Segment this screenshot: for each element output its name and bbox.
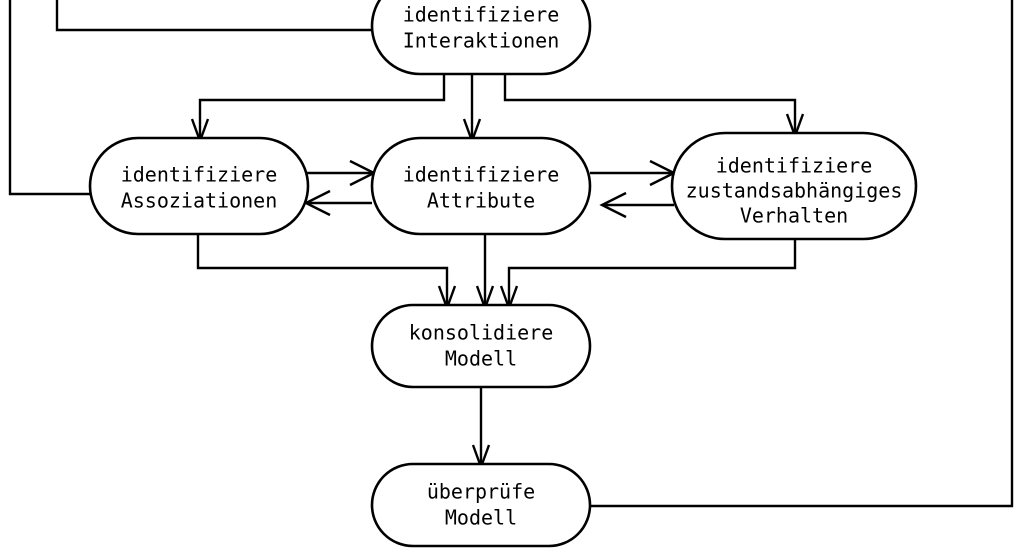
- edge-konsolidiere-to-ueberpruefe: [471, 387, 491, 471]
- edge-attribute-to-konsolidiere: [475, 233, 495, 312]
- node-label-line-2: zustandsabhängiges: [686, 179, 903, 203]
- node-label-line-2: Modell: [445, 347, 517, 371]
- node-label-line-1: identifiziere: [121, 163, 278, 187]
- node-label-line-1: überprüfe: [427, 480, 535, 504]
- node-label-line-2: Attribute: [427, 189, 535, 213]
- node-ueberpruefe-modell[interactable]: überprüfe Modell: [370, 462, 592, 548]
- edge-interaktionen-to-assoziationen: [190, 74, 446, 145]
- node-label-line-2: Modell: [445, 506, 517, 530]
- edge-attribute-verhalten-right: [590, 159, 677, 187]
- edge-attribute-assoziationen-left: [303, 189, 372, 217]
- edge-layer: [8, 0, 1014, 508]
- node-label-line-2: Assoziationen: [121, 189, 278, 213]
- node-identifiziere-zustandsabhaengiges-verhalten[interactable]: identifiziere zustandsabhängiges Verhalt…: [670, 131, 918, 241]
- edge-verhalten-attribute-left: [599, 191, 674, 219]
- node-label-line-1: konsolidiere: [409, 321, 554, 345]
- edge-interaktionen-to-verhalten: [503, 74, 805, 140]
- node-label-line-1: identifiziere: [716, 154, 873, 178]
- edge-verhalten-to-konsolidiere: [499, 238, 797, 312]
- node-label-line-1: identifiziere: [403, 163, 560, 187]
- node-label-line-2: Interaktionen: [403, 29, 560, 53]
- edge-ueberpruefe-feedback-right: [590, 0, 1014, 508]
- edge-interaktionen-to-attribute: [462, 74, 482, 145]
- node-label-line-3: Verhalten: [740, 204, 848, 228]
- edge-interaktionen-feedback-left: [55, 0, 374, 32]
- edge-assoziationen-to-konsolidiere: [196, 233, 457, 312]
- node-identifiziere-interaktionen[interactable]: identifiziere Interaktionen: [370, 0, 592, 76]
- node-konsolidiere-modell[interactable]: konsolidiere Modell: [370, 303, 592, 389]
- node-identifiziere-attribute[interactable]: identifiziere Attribute: [370, 136, 592, 236]
- node-label-line-1: identifiziere: [403, 3, 560, 27]
- node-layer: identifiziere Interaktionen identifizier…: [88, 0, 918, 548]
- edge-assoziationen-feedback-left: [8, 0, 92, 196]
- node-identifiziere-assoziationen[interactable]: identifiziere Assoziationen: [88, 136, 310, 236]
